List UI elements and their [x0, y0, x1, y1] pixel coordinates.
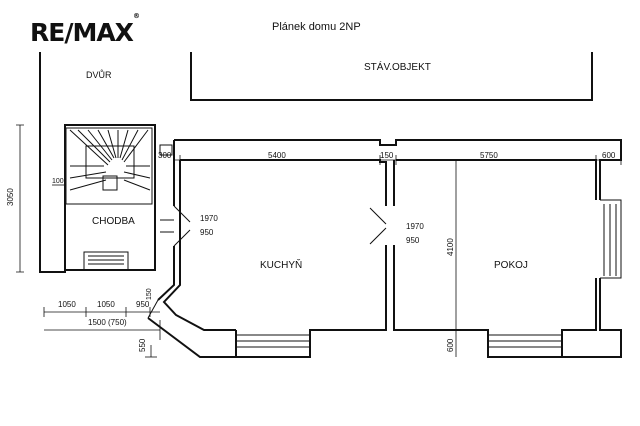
logo-text: RE/MAX — [30, 18, 134, 47]
dim-left-height: 3050 — [6, 188, 15, 206]
dim-top-600: 600 — [602, 151, 616, 160]
dim-stair-small: 100 — [52, 178, 64, 185]
existing-building-wall — [190, 52, 593, 101]
plan-title: Plánek domu 2NP — [272, 21, 361, 33]
dim-bottom-1050a: 1050 — [58, 300, 76, 309]
yard-wall — [39, 52, 66, 273]
kitchen-label: KUCHYŇ — [260, 260, 303, 271]
door2-width: 950 — [406, 236, 420, 245]
dim-bottom-1500: 1500 (750) — [88, 318, 127, 327]
dimension-lines — [16, 124, 622, 358]
kitchen-window — [236, 334, 310, 348]
dim-top-150: 150 — [380, 151, 394, 160]
side-window — [603, 204, 617, 276]
door1-frame — [160, 219, 174, 233]
kitchen-wall — [162, 160, 236, 331]
dim-bottom-950: 950 — [136, 300, 150, 309]
door2-swing — [369, 207, 387, 245]
door1-width: 950 — [200, 228, 214, 237]
trademark-mark: ® — [132, 11, 140, 20]
room-wall — [393, 245, 597, 358]
stair-core — [102, 175, 118, 191]
dim-window-sill: 600 — [446, 338, 455, 352]
door1-height: 1970 — [200, 214, 218, 223]
room-label: POKOJ — [494, 260, 528, 271]
dim-room-height: 4100 — [446, 238, 455, 256]
existing-building-label: STÁV.OBJEKT — [364, 62, 431, 73]
dim-top-300: 300 — [158, 151, 172, 160]
corridor-exit — [83, 251, 129, 271]
corridor-label: CHODBA — [92, 216, 135, 227]
dim-bottom-1050b: 1050 — [97, 300, 115, 309]
outer-wall-right — [562, 278, 622, 358]
corner-wall — [147, 317, 236, 358]
room-window — [488, 334, 562, 348]
remax-logo: RE/MAX® — [30, 12, 140, 47]
pillar — [159, 144, 173, 156]
dim-top-5750: 5750 — [480, 151, 498, 160]
dim-wall-gap: 150 — [146, 288, 153, 300]
dim-corner-offset: 550 — [138, 338, 147, 352]
dim-top-5400: 5400 — [268, 151, 286, 160]
yard-label: DVŮR — [86, 70, 112, 80]
outer-wall-top — [174, 139, 622, 200]
door2-height: 1970 — [406, 222, 424, 231]
door1-swing — [173, 205, 191, 247]
